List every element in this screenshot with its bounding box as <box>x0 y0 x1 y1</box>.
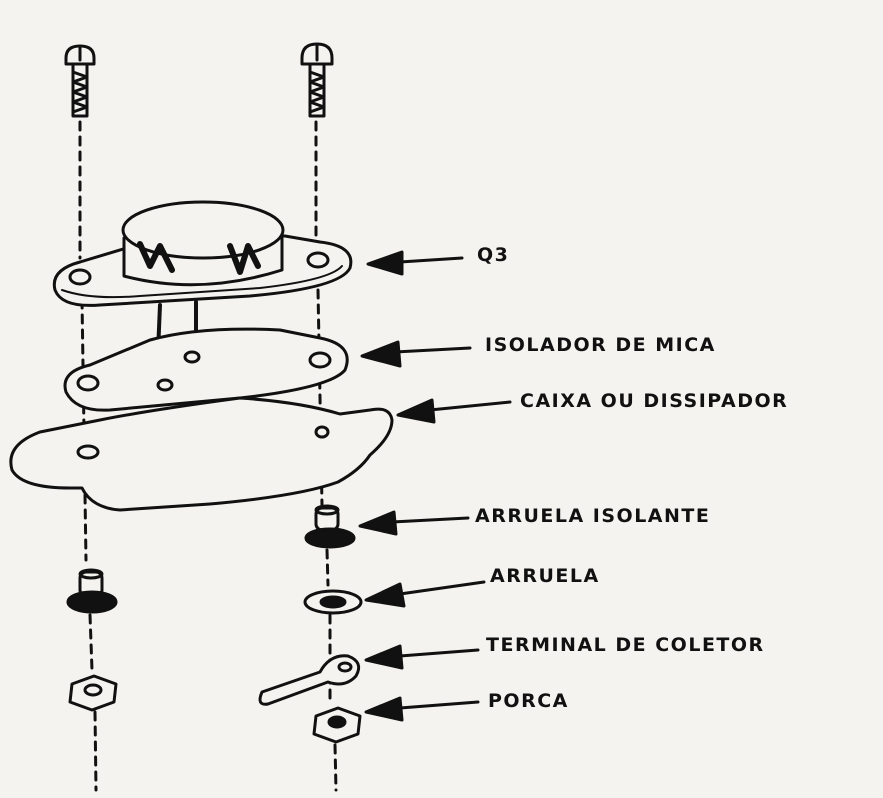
left-nut-icon <box>68 674 118 712</box>
heatsink-case-icon <box>9 396 394 512</box>
right-screw-icon <box>300 42 334 118</box>
transistor-q3-icon <box>52 200 353 354</box>
label-mica-insulator: ISOLADOR DE MICA <box>485 334 716 356</box>
right-washer-icon <box>303 589 363 615</box>
left-insulating-washer-icon <box>66 568 118 614</box>
pointer-arrows <box>358 250 512 722</box>
label-nut: PORCA <box>488 690 569 712</box>
left-assembly-axis <box>78 120 98 792</box>
left-screw-icon <box>64 44 96 118</box>
right-insulating-washer-icon <box>304 504 356 549</box>
collector-terminal-icon <box>258 654 361 706</box>
label-case-or-heatsink: CAIXA OU DISSIPADOR <box>520 390 789 412</box>
label-insulating-washer: ARRUELA ISOLANTE <box>475 505 711 527</box>
label-collector-terminal: TERMINAL DE COLETOR <box>486 634 765 656</box>
label-washer: ARRUELA <box>490 565 600 587</box>
mica-insulator-icon <box>63 327 349 412</box>
right-nut-icon <box>312 706 362 744</box>
label-q3: Q3 <box>477 244 510 266</box>
